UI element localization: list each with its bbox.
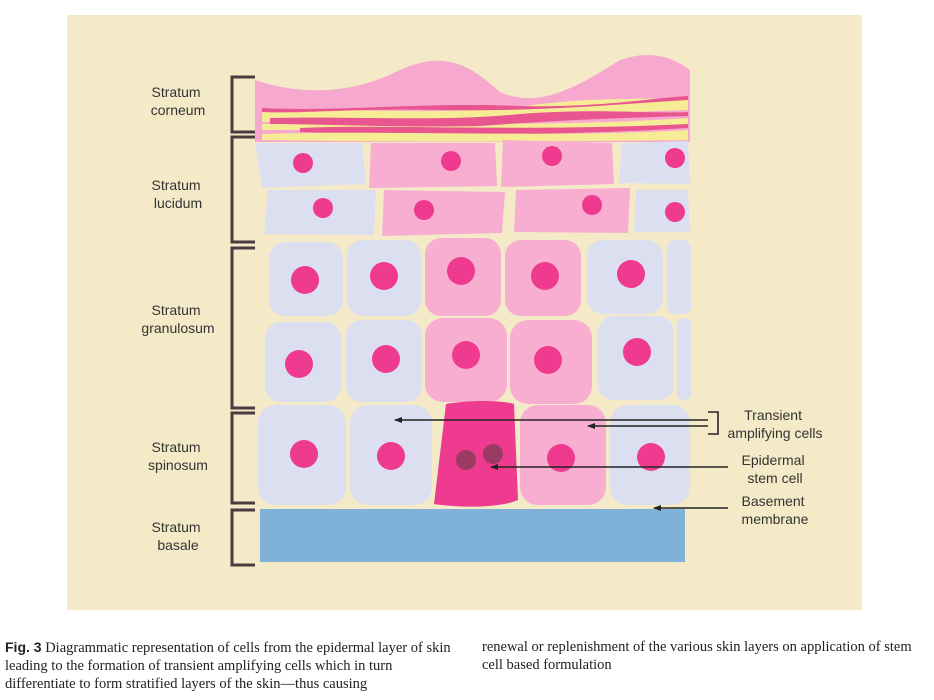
caption-text-left: Diagrammatic representation of cells fro… (5, 640, 451, 692)
nucleus (542, 146, 562, 166)
figure-caption-left: Fig. 3 Diagrammatic representation of ce… (5, 638, 453, 693)
basement-membrane-label: Basement membrane (742, 493, 809, 527)
stratum-lucidum-label: Stratum lucidum (152, 177, 205, 211)
stratum-corneum-layer (255, 55, 690, 142)
nucleus (370, 262, 398, 290)
nucleus (665, 202, 685, 222)
figure-number: Fig. 3 (5, 639, 42, 655)
epidermal-stem-cell-label: Epidermal stem cell (742, 452, 809, 486)
stratum-spinosum-layer (258, 401, 690, 507)
nucleus (447, 257, 475, 285)
stratum-spinosum-label: Stratum spinosum (148, 439, 208, 473)
nucleus (290, 440, 318, 468)
stem-cell-nucleus (456, 450, 476, 470)
nucleus (293, 153, 313, 173)
transient-bracket (708, 411, 719, 435)
nucleus (547, 444, 575, 472)
stratum-granulosum-label: Stratum granulosum (141, 302, 214, 336)
nucleus (414, 200, 434, 220)
nucleus (452, 341, 480, 369)
stratum-corneum-label: Stratum corneum (151, 84, 205, 118)
nucleus (582, 195, 602, 215)
nucleus (377, 442, 405, 470)
stem-cell-nucleus (483, 444, 503, 464)
nucleus (665, 148, 685, 168)
nucleus (623, 338, 651, 366)
stratum-lucidum-layer (255, 140, 690, 236)
stratum-granulosum-layer (265, 238, 691, 404)
caption-text-right: renewal or replenishment of the various … (482, 639, 912, 673)
nucleus (617, 260, 645, 288)
nucleus (313, 198, 333, 218)
layer-brackets (230, 75, 255, 567)
figure-caption-right: renewal or replenishment of the various … (482, 638, 930, 674)
epidermal-stem-cell (434, 401, 518, 507)
nucleus (534, 346, 562, 374)
transient-amplifying-label: Transient amplifying cells (728, 407, 823, 441)
nucleus (531, 262, 559, 290)
stratum-basale-label: Stratum basale (152, 519, 205, 553)
nucleus (285, 350, 313, 378)
nucleus (441, 151, 461, 171)
nucleus (637, 443, 665, 471)
skin-layers-diagram: Stratum corneum Stratum lucidum Stratum … (67, 15, 862, 610)
nucleus (291, 266, 319, 294)
nucleus (372, 345, 400, 373)
callout-arrows (394, 411, 728, 511)
basement-membrane (260, 509, 685, 562)
